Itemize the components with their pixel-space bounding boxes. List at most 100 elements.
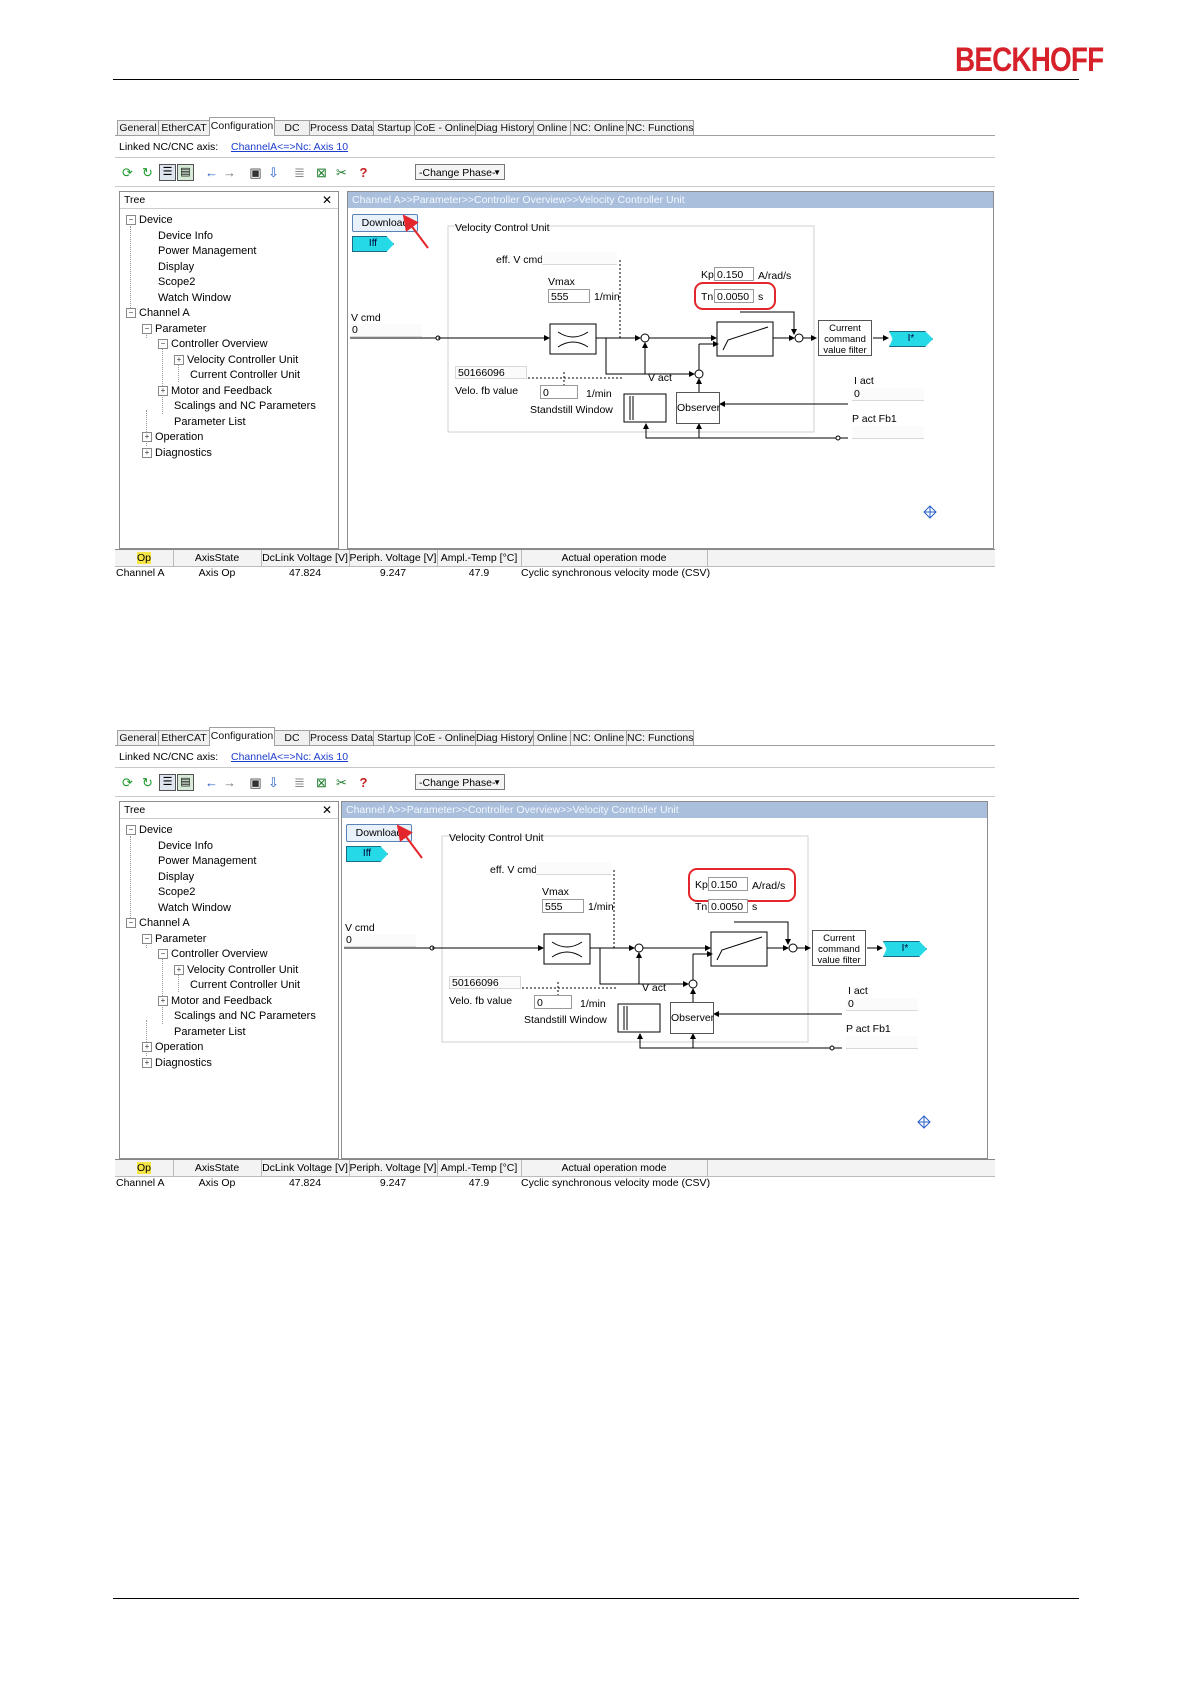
kp-unit: A/rad/s [752, 880, 786, 892]
help-icon[interactable]: ? [359, 165, 368, 180]
split-view-icon[interactable]: ▤ [177, 164, 194, 181]
tree-node-scope2[interactable]: Scope2 [158, 886, 196, 898]
close-icon[interactable]: ✕ [321, 803, 332, 817]
tree-node-watch-window[interactable]: Watch Window [158, 292, 231, 304]
tree-node-motor-and-feedback[interactable]: +Motor and Feedback [158, 385, 272, 398]
tab-diag-history[interactable]: Diag History [475, 120, 534, 135]
tree-node-display[interactable]: Display [158, 871, 195, 883]
export-icon[interactable]: ⊠ [316, 165, 327, 180]
tree-node-parameter-list[interactable]: Parameter List [174, 416, 246, 428]
status-value-row: Channel A Axis Op 47.824 9.247 47.9 Cycl… [115, 565, 995, 581]
linked-axis-link[interactable]: ChannelA<=>Nc: Axis 10 [231, 141, 349, 153]
back-arrow-icon[interactable]: ← [205, 775, 218, 790]
tree-node-operation[interactable]: +Operation [142, 1041, 203, 1054]
tab-coe-online[interactable]: CoE - Online [414, 730, 476, 745]
change-phase-dropdown[interactable]: -Change Phase- ▼ [415, 774, 505, 790]
tree-view-icon[interactable]: ☰ [159, 774, 176, 791]
tab-ethercat[interactable]: EtherCAT [158, 730, 210, 745]
back-arrow-icon[interactable]: ← [205, 165, 218, 180]
tree-node-parameter[interactable]: −Parameter [142, 323, 206, 336]
download-device-icon[interactable]: ⇩ [268, 775, 279, 790]
tab-nc-functions[interactable]: NC: Functions [626, 730, 694, 745]
tree-node-device[interactable]: −Device [126, 824, 173, 837]
kp-highlight-ring [688, 868, 796, 902]
tree-node-power-management[interactable]: Power Management [158, 245, 257, 257]
tab-nc-online[interactable]: NC: Online [570, 120, 627, 135]
tree-node-controller-overview[interactable]: −Controller Overview [158, 338, 268, 351]
diagram-title: Velocity Control Unit [455, 222, 550, 234]
refresh-icon[interactable]: ↻ [142, 165, 153, 180]
tree-node-motor-and-feedback[interactable]: +Motor and Feedback [158, 995, 272, 1008]
tree-node-current-controller-unit[interactable]: Current Controller Unit [190, 979, 301, 991]
tab-dc[interactable]: DC [274, 120, 310, 135]
tab-process-data[interactable]: Process Data [309, 120, 374, 135]
tab-process-data[interactable]: Process Data [309, 730, 374, 745]
tab-general[interactable]: General [117, 120, 159, 135]
change-phase-dropdown[interactable]: -Change Phase- ▼ [415, 164, 505, 180]
tab-coe-online[interactable]: CoE - Online [414, 120, 476, 135]
upload-icon[interactable]: ▣ [249, 165, 262, 180]
tree-node-power-management[interactable]: Power Management [158, 855, 257, 867]
tab-nc-online[interactable]: NC: Online [570, 730, 627, 745]
tree-node-display[interactable]: Display [158, 261, 195, 273]
kp-label: Kp [695, 879, 708, 891]
tab-diag-history[interactable]: Diag History [475, 730, 534, 745]
tree-node-watch-window[interactable]: Watch Window [158, 902, 231, 914]
tree-node-parameter-list[interactable]: Parameter List [174, 1026, 246, 1038]
kp-field[interactable]: 0.150 [708, 877, 748, 891]
tree-node-current-controller-unit[interactable]: Current Controller Unit [190, 369, 301, 381]
compare-icon[interactable]: ≣ [294, 165, 305, 180]
tree-node-diagnostics[interactable]: +Diagnostics [142, 447, 212, 460]
refresh-icon[interactable]: ↻ [142, 775, 153, 790]
tree-node-device-info[interactable]: Device Info [158, 230, 214, 242]
tree-node-parameter[interactable]: −Parameter [142, 933, 206, 946]
close-icon[interactable]: ✕ [321, 193, 332, 207]
tree-node-controller-overview[interactable]: −Controller Overview [158, 948, 268, 961]
tree-node-scope2[interactable]: Scope2 [158, 276, 196, 288]
tree-node-scalings-nc-parameters[interactable]: Scalings and NC Parameters [174, 1010, 316, 1022]
tab-general[interactable]: General [117, 730, 159, 745]
help-icon[interactable]: ? [359, 775, 368, 790]
tree-node-device[interactable]: −Device [126, 214, 173, 227]
tree-node-velocity-controller-unit[interactable]: +Velocity Controller Unit [174, 964, 298, 977]
refresh-all-icon[interactable]: ⟳ [122, 775, 133, 790]
tree-node-operation[interactable]: +Operation [142, 431, 203, 444]
tab-startup[interactable]: Startup [373, 730, 415, 745]
tree-node-device-info[interactable]: Device Info [158, 840, 214, 852]
export-icon[interactable]: ⊠ [316, 775, 327, 790]
tree-node-channel-a[interactable]: −Channel A [126, 917, 190, 930]
tn-field[interactable]: 0.0050 [714, 289, 754, 303]
kp-field[interactable]: 0.150 [714, 267, 754, 281]
tools-icon[interactable]: ✂ [336, 775, 347, 790]
tools-icon[interactable]: ✂ [336, 165, 347, 180]
tree-view-icon[interactable]: ☰ [159, 164, 176, 181]
velo-fb-label: Velo. fb value [455, 385, 519, 397]
tn-field[interactable]: 0.0050 [708, 899, 748, 913]
tab-online[interactable]: Online [533, 730, 571, 745]
linked-axis-link[interactable]: ChannelA<=>Nc: Axis 10 [231, 751, 349, 763]
download-device-icon[interactable]: ⇩ [268, 165, 279, 180]
tab-nc-functions[interactable]: NC: Functions [626, 120, 694, 135]
upload-icon[interactable]: ▣ [249, 775, 262, 790]
tab-dc[interactable]: DC [274, 730, 310, 745]
tab-startup[interactable]: Startup [373, 120, 415, 135]
tree-node-velocity-controller-unit[interactable]: +Velocity Controller Unit [174, 354, 298, 367]
forward-arrow-icon[interactable]: → [223, 165, 236, 180]
split-view-icon[interactable]: ▤ [177, 774, 194, 791]
tab-configuration[interactable]: Configuration [209, 117, 275, 136]
forward-arrow-icon[interactable]: → [223, 775, 236, 790]
compare-icon[interactable]: ≣ [294, 775, 305, 790]
tab-configuration[interactable]: Configuration [209, 727, 275, 746]
tree-node-channel-a[interactable]: −Channel A [126, 307, 190, 320]
vmax-field[interactable]: 555 [548, 289, 590, 303]
vmax-field[interactable]: 555 [542, 899, 584, 913]
download-button[interactable]: Download [346, 824, 412, 842]
velo-fb-field[interactable]: 0 [540, 385, 578, 399]
tab-online[interactable]: Online [533, 120, 571, 135]
tab-ethercat[interactable]: EtherCAT [158, 120, 210, 135]
signal-value: 50166096 [455, 366, 527, 379]
velo-fb-field[interactable]: 0 [534, 995, 572, 1009]
tree-node-scalings-nc-parameters[interactable]: Scalings and NC Parameters [174, 400, 316, 412]
tree-node-diagnostics[interactable]: +Diagnostics [142, 1057, 212, 1070]
refresh-all-icon[interactable]: ⟳ [122, 165, 133, 180]
